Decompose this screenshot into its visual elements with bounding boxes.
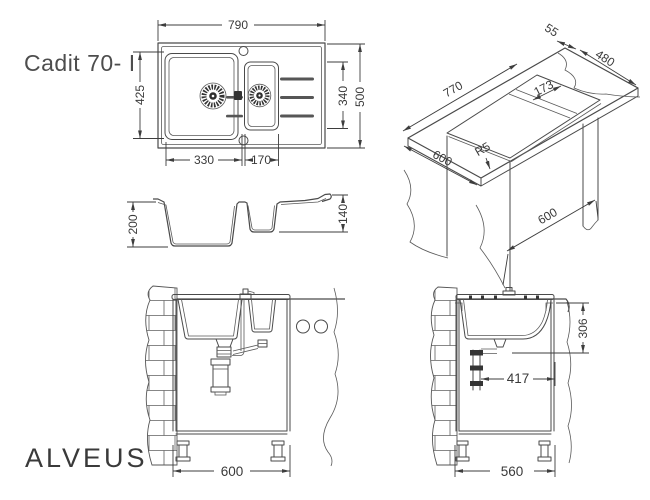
cutout-edge-thickness <box>448 103 602 162</box>
dim-base-cabinet-depth: 560 <box>454 445 556 479</box>
cabinet-leg <box>455 440 470 462</box>
tap-hole-plug <box>502 287 516 296</box>
cabinet-leg <box>175 440 191 462</box>
elbow-pipe <box>481 348 497 354</box>
cabinet-leg <box>270 440 286 462</box>
panel-hole <box>296 319 310 334</box>
dim-main-bowl-width: 330 <box>165 134 279 167</box>
small-bowl-section <box>248 299 276 333</box>
cabinet-leg <box>537 440 552 462</box>
small-bowl-drain <box>247 83 272 108</box>
page-title: Cadit 70- I <box>24 50 136 76</box>
pipe-coupling <box>470 350 483 356</box>
small-bowl <box>244 61 279 131</box>
section-view: 200 140 <box>126 193 350 248</box>
install-front-view: 600 <box>145 285 345 479</box>
trap-outlet <box>214 391 227 396</box>
sink-outer-edge <box>157 42 326 149</box>
svg-text:425: 425 <box>133 85 147 105</box>
svg-text:500: 500 <box>353 87 367 107</box>
dim-small-bowl-depth: 140 <box>279 194 350 233</box>
install-side-view: 306 417 560 <box>430 286 590 479</box>
dim-bowl-height: 425 <box>133 51 164 139</box>
dim-main-bowl-depth: 200 <box>126 201 168 248</box>
plan-view: 790 425 340 500 330 <box>133 18 367 167</box>
dim-inner-depth: 340 <box>327 61 350 129</box>
dim-overall-depth: 500 <box>327 43 367 149</box>
main-bowl-drain <box>199 82 227 110</box>
sink-flange <box>171 294 291 300</box>
drainboard-grooves <box>226 77 314 118</box>
svg-text:200: 200 <box>126 214 140 234</box>
dim-drain-offset: 417 <box>481 362 556 386</box>
dim-worktop-depth: 600 <box>403 145 478 186</box>
dim-small-bowl-width: 170 <box>245 153 279 167</box>
torn-edge-panel <box>566 301 572 464</box>
torn-edge-center <box>475 204 506 289</box>
alveus-logo: ALVEUS <box>25 443 148 473</box>
drain-flange <box>493 338 507 348</box>
torn-edge-left <box>403 169 449 259</box>
connecting-pipe <box>232 344 259 355</box>
cutout-divider-lines <box>508 89 578 119</box>
svg-text:560: 560 <box>501 464 524 479</box>
panel-hole <box>314 319 328 334</box>
svg-text:306: 306 <box>576 318 590 338</box>
dim-overall-width: 790 <box>157 18 326 41</box>
small-bowl-section-inner <box>251 299 273 330</box>
svg-text:140: 140 <box>336 204 350 224</box>
tap-hole-bottom <box>238 135 249 146</box>
svg-text:340: 340 <box>336 86 350 106</box>
svg-text:417: 417 <box>507 371 530 386</box>
tap-fitting <box>239 288 255 300</box>
bowl-section-outer <box>459 299 552 340</box>
main-bowl-section-inner <box>181 299 239 337</box>
worktop-line <box>457 298 570 313</box>
wall-section <box>430 286 458 466</box>
drain-valve-body <box>216 346 232 358</box>
svg-text:790: 790 <box>228 18 248 32</box>
svg-text:600: 600 <box>221 464 244 479</box>
pipe-coupling <box>470 381 483 386</box>
dim-corner-radius: R5 <box>472 139 493 170</box>
drain-pipework <box>470 338 507 391</box>
worktop-thickness <box>407 87 639 187</box>
svg-text:330: 330 <box>194 153 214 167</box>
svg-text:170: 170 <box>251 153 271 167</box>
torn-edge-slab <box>557 52 641 98</box>
section-profile-inner <box>157 198 327 245</box>
wall-section <box>145 285 178 466</box>
bowl-section-inner <box>463 299 548 336</box>
tap-hole-top <box>238 46 249 56</box>
main-bowl-section <box>177 299 243 340</box>
torn-edge-panel <box>323 287 339 467</box>
dim-drain-height: 306 <box>512 302 590 354</box>
drain-trap-assembly <box>210 338 268 396</box>
section-profile-outer <box>153 193 332 247</box>
pipe-coupling <box>470 365 483 371</box>
dim-base-cabinet-width: 600 <box>172 445 291 479</box>
svg-text:R5: R5 <box>472 139 493 159</box>
cabinet-side <box>455 298 555 462</box>
flange-clips <box>469 295 539 299</box>
cabinet-front <box>172 298 291 462</box>
